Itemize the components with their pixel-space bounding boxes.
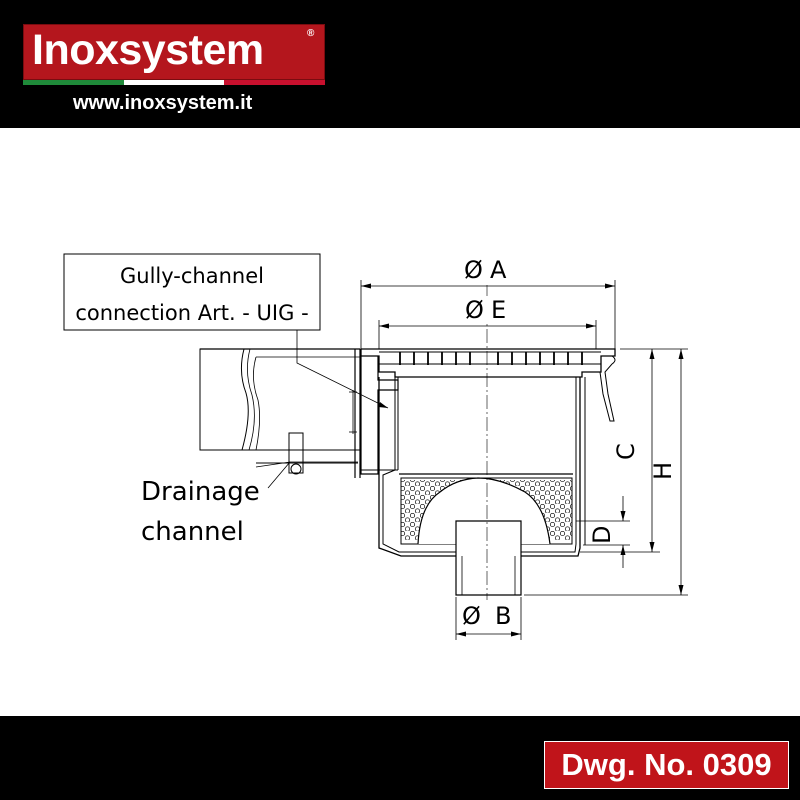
registered-mark: ® (307, 28, 315, 39)
callout-channel-line1: Drainage (141, 477, 260, 507)
technical-drawing: Gully-channel connection Art. - UIG - Dr… (63, 253, 688, 640)
brand-name: Inoxsystem (32, 26, 264, 74)
gully-inner-wall (382, 377, 577, 553)
gully-body (360, 285, 616, 600)
flag-red-band (224, 80, 326, 85)
grate-slots (399, 352, 583, 365)
dim-e-label: E (491, 296, 506, 324)
dimension-labels: Ø A Ø E Ø B C H D (460, 256, 677, 630)
brand-logo: Inoxsystem ® (23, 24, 325, 80)
italian-flag-stripe (23, 80, 326, 85)
drawing-number-badge: Dwg. No. 0309 (544, 741, 789, 789)
gully-top-frame (360, 348, 616, 378)
channel-break-edge (199, 348, 249, 451)
outlet-pipe (455, 520, 522, 596)
dim-a-symbol: Ø (464, 256, 483, 284)
dimension-arrows (361, 283, 684, 637)
drawing-number: Dwg. No. 0309 (561, 747, 772, 782)
dim-b-label: B (495, 602, 511, 630)
channel-bolt-hole (290, 463, 302, 475)
callout-leader-line (296, 330, 389, 409)
dim-e-label-bg (462, 296, 516, 322)
channel-bracket (288, 432, 304, 474)
channel-leader-line (267, 461, 291, 489)
channel-break-line-2 (253, 356, 260, 451)
website-link[interactable]: www.inoxsystem.it (73, 92, 253, 114)
callout-connection-line1: Gully-channel (120, 264, 264, 288)
drainage-channel (199, 348, 361, 478)
dim-a-label-bg (460, 257, 518, 283)
dim-h-label: H (649, 462, 677, 480)
header-bar: Inoxsystem ® www.inoxsystem.it (0, 0, 800, 128)
channel-break-line (247, 348, 255, 451)
flag-green-band (23, 80, 124, 85)
dim-e-symbol: Ø (465, 296, 484, 324)
callout-leader-arrow (378, 402, 388, 408)
callout-connection-line2: connection Art. - UIG - (75, 301, 308, 325)
connection-callout: Gully-channel connection Art. - UIG - (63, 253, 389, 409)
drainage-channel-callout: Drainage channel (141, 461, 291, 547)
dim-d-label: D (588, 526, 616, 544)
grate-lifting-handle (599, 355, 616, 422)
callout-channel-line2: channel (141, 517, 244, 547)
dim-a-label: A (490, 256, 507, 284)
dim-c-label: C (612, 443, 640, 460)
dimension-lines (360, 280, 688, 640)
gully-side-connection (360, 356, 399, 475)
flag-white-band (123, 80, 225, 85)
dim-b-symbol: Ø (462, 602, 481, 630)
basket-outline (400, 477, 573, 545)
callout-box (63, 253, 321, 331)
footer-bar: Dwg. No. 0309 (0, 716, 800, 800)
